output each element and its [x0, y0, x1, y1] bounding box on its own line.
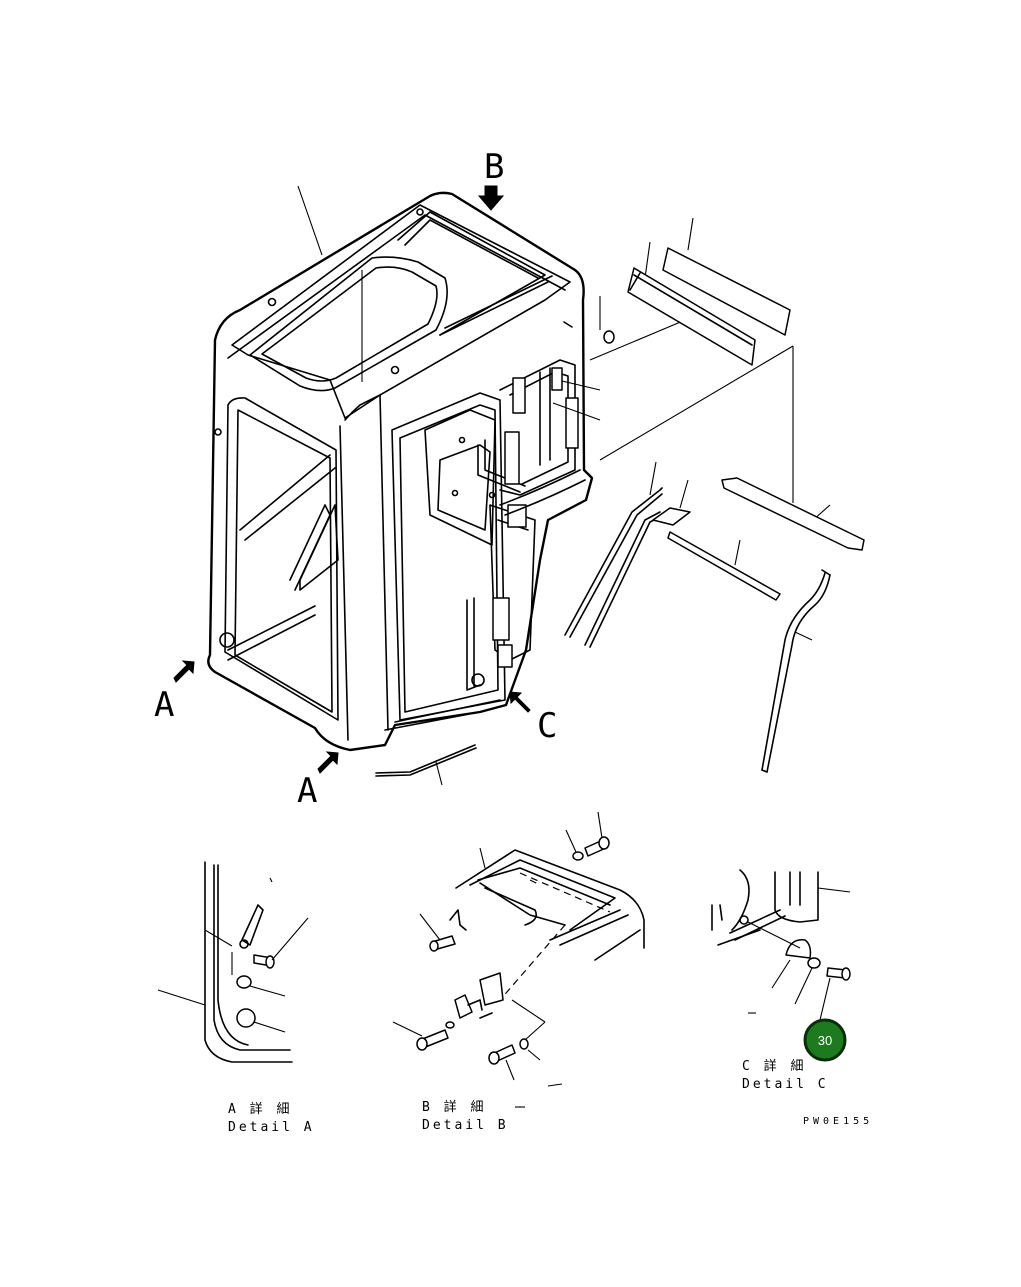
view-arrow-a-bottom: [317, 751, 339, 774]
sun-visor-panel: [627, 267, 756, 366]
glass-and-seals: [375, 247, 865, 777]
detail-b-title-jp: B 詳 細: [422, 1099, 486, 1115]
detail-c-title-jp: C 詳 細: [742, 1058, 806, 1074]
washer-c: [807, 957, 821, 969]
plug-a: [236, 1008, 256, 1028]
detail-b-drawing: [392, 811, 645, 1108]
hinge-b: [479, 972, 504, 1006]
badge-circle: [803, 1018, 847, 1062]
drawing-code: PW0E155: [803, 1116, 873, 1127]
leader-lines: [297, 185, 831, 786]
glass-strip: [667, 531, 781, 601]
detail-c-drawing: [711, 869, 851, 1021]
view-label-c: C: [537, 706, 557, 746]
shim-plate: [652, 507, 691, 526]
washer-a: [236, 975, 252, 989]
roof-glass-panel: [662, 247, 791, 336]
cab-assembly: [207, 191, 594, 752]
detail-b-title-en: Detail B: [422, 1118, 509, 1133]
view-arrow-b: [477, 185, 505, 211]
weatherstrip: [721, 477, 865, 551]
detail-a-drawing: [157, 861, 309, 1063]
view-label-b: B: [484, 147, 504, 187]
detail-c-title-en: Detail C: [742, 1077, 829, 1092]
latch-b: [454, 994, 473, 1019]
view-arrow-c: [509, 691, 531, 713]
view-label-a-bottom: A: [297, 771, 317, 811]
view-arrow-a-left: [173, 660, 195, 683]
view-label-a-left: A: [154, 685, 174, 725]
badge-number: 30: [818, 1033, 832, 1048]
detail-a-title-en: Detail A: [228, 1120, 315, 1135]
view-arrows: [173, 185, 531, 774]
detail-a-title-jp: A 詳 細: [228, 1101, 292, 1117]
part-number-badge[interactable]: 30: [803, 1018, 847, 1062]
cap-plug: [603, 330, 615, 344]
